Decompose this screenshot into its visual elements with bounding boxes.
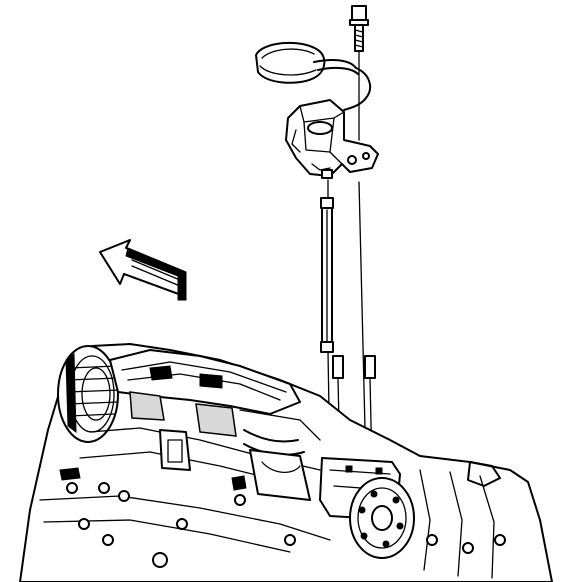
crankshaft-pulley <box>58 346 120 442</box>
oil-pump-bolt <box>350 6 368 51</box>
oil-pump-screen <box>256 43 370 110</box>
engine-block <box>20 344 552 582</box>
front-direction-arrow-icon <box>100 240 186 300</box>
oil-pump-assembly <box>286 100 378 178</box>
bolt-centerline-lower <box>359 182 366 470</box>
crankshaft-rear-flange <box>350 478 414 558</box>
